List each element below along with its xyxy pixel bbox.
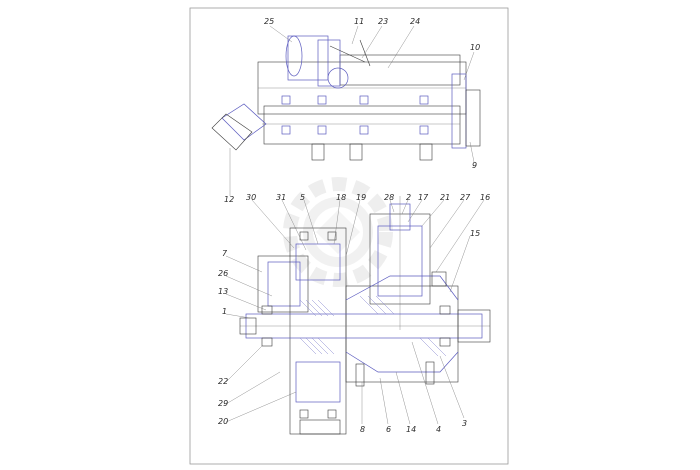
callout-6: 6 [386,425,391,434]
callout-23: 23 [378,17,388,26]
callout-16: 16 [480,193,490,202]
callout-15: 15 [470,229,480,238]
callout-29: 29 [218,399,228,408]
callout-14: 14 [406,425,416,434]
callout-21: 21 [440,193,450,202]
callout-18: 18 [336,193,346,202]
callout-12: 12 [224,195,234,204]
callout-26: 26 [218,269,228,278]
callout-31: 31 [276,193,286,202]
callout-7: 7 [222,249,228,258]
callout-20: 20 [218,417,228,426]
callout-1: 1 [222,307,227,316]
leader-lines [225,25,485,425]
callout-24: 24 [410,17,420,26]
callout-22: 22 [218,377,228,386]
section-view [239,196,491,435]
top-view [211,35,481,161]
callout-28: 28 [384,193,394,202]
callout-13: 13 [218,287,228,296]
callout-10: 10 [470,43,480,52]
callout-4: 4 [436,425,441,434]
callout-19: 19 [356,193,366,202]
callout-2: 2 [406,193,411,202]
callout-17: 17 [418,193,429,202]
sheet-border [189,7,509,465]
callout-27: 27 [460,193,471,202]
callout-8: 8 [360,425,365,434]
callout-3: 3 [462,419,467,428]
callout-11: 11 [354,17,364,26]
callout-30: 30 [246,193,256,202]
callout-25: 25 [264,17,274,26]
callout-5: 5 [300,193,305,202]
callout-9: 9 [472,161,477,170]
callouts: 25 11 23 24 10 9 12 30 31 5 18 19 28 2 1… [218,17,490,434]
